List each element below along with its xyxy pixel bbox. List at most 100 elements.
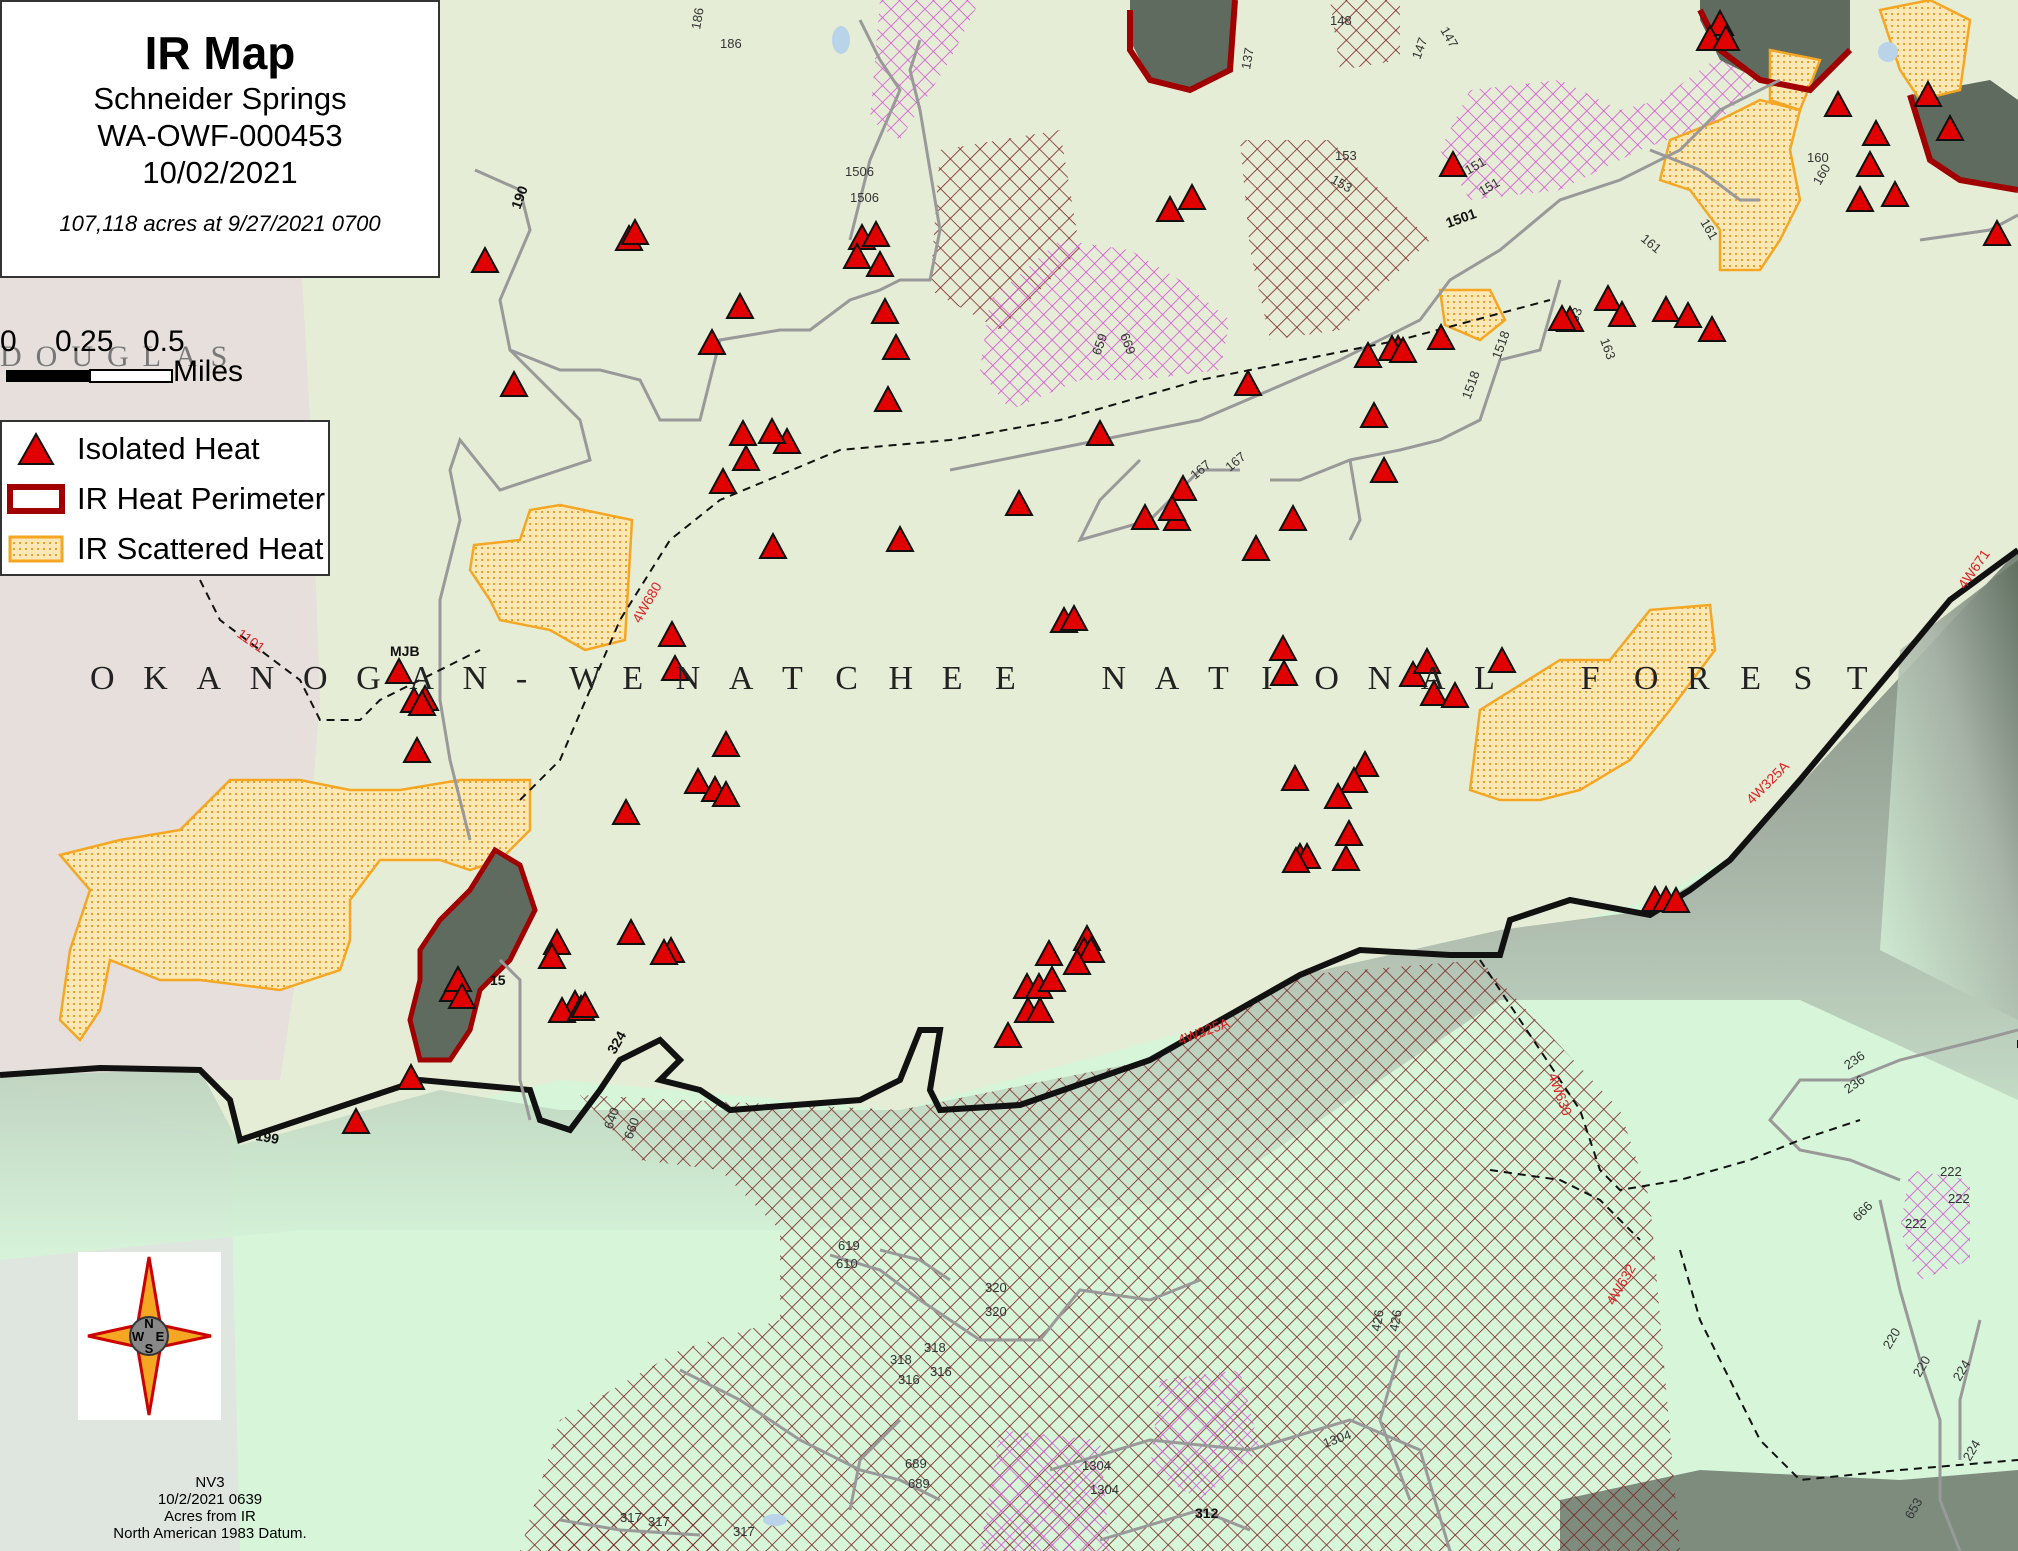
isolated-heat-marker[interactable]	[1323, 781, 1353, 809]
isolated-heat-marker[interactable]	[1823, 89, 1853, 117]
isolated-heat-marker[interactable]	[1412, 646, 1442, 674]
isolated-heat-marker[interactable]	[470, 245, 500, 273]
isolated-heat-marker[interactable]	[725, 291, 755, 319]
isolated-heat-marker[interactable]	[1155, 194, 1185, 222]
isolated-heat-marker[interactable]	[885, 524, 915, 552]
isolated-heat-marker[interactable]	[1855, 149, 1885, 177]
isolated-heat-marker[interactable]	[1037, 964, 1067, 992]
isolated-heat-marker[interactable]	[1281, 845, 1311, 873]
isolated-heat-marker[interactable]	[757, 416, 787, 444]
road-label: 147	[1409, 36, 1431, 62]
isolated-heat-marker[interactable]	[499, 369, 529, 397]
isolated-heat-marker[interactable]	[660, 653, 690, 681]
isolated-heat-marker[interactable]	[1062, 947, 1092, 975]
isolated-heat-marker[interactable]	[547, 995, 577, 1023]
isolated-heat-marker[interactable]	[1339, 765, 1369, 793]
isolated-heat-marker[interactable]	[881, 332, 911, 360]
isolated-heat-marker[interactable]	[1331, 843, 1361, 871]
isolated-heat-marker[interactable]	[1913, 79, 1943, 107]
isolated-heat-marker[interactable]	[1845, 184, 1875, 212]
isolated-heat-marker[interactable]	[1982, 218, 2012, 246]
isolated-heat-marker[interactable]	[1880, 179, 1910, 207]
isolated-heat-marker[interactable]	[1697, 314, 1727, 342]
isolated-heat-marker[interactable]	[1278, 503, 1308, 531]
scattered-heat-area-2[interactable]	[57, 778, 532, 1042]
isolated-heat-marker[interactable]	[1241, 533, 1271, 561]
isolated-heat-marker[interactable]	[407, 688, 437, 716]
isolated-heat-marker[interactable]	[728, 418, 758, 446]
isolated-heat-marker[interactable]	[758, 531, 788, 559]
isolated-heat-marker[interactable]	[657, 619, 687, 647]
scattered-heat-area-4[interactable]	[1438, 288, 1507, 342]
isolated-heat-marker[interactable]	[1593, 283, 1623, 311]
isolated-heat-marker[interactable]	[1673, 300, 1703, 328]
isolated-heat-marker[interactable]	[570, 990, 600, 1018]
isolated-heat-marker[interactable]	[1359, 400, 1389, 428]
isolated-heat-marker[interactable]	[341, 1106, 371, 1134]
isolated-heat-marker[interactable]	[649, 937, 679, 965]
isolated-heat-marker[interactable]	[1935, 113, 1965, 141]
isolated-heat-marker[interactable]	[1350, 749, 1380, 777]
isolated-heat-marker[interactable]	[620, 217, 650, 245]
isolated-heat-marker[interactable]	[697, 327, 727, 355]
isolated-heat-marker[interactable]	[731, 443, 761, 471]
isolated-heat-marker[interactable]	[611, 797, 641, 825]
isolated-heat-marker[interactable]	[711, 779, 741, 807]
isolated-heat-marker[interactable]	[1034, 938, 1064, 966]
isolated-heat-marker[interactable]	[865, 249, 895, 277]
isolated-heat-marker[interactable]	[1388, 335, 1418, 363]
isolated-heat-marker[interactable]	[873, 384, 903, 412]
isolated-heat-marker[interactable]	[870, 296, 900, 324]
isolated-heat-marker[interactable]	[537, 941, 567, 969]
isolated-heat-marker[interactable]	[1419, 678, 1449, 706]
isolated-heat-marker[interactable]	[1168, 473, 1198, 501]
isolated-heat-marker[interactable]	[1025, 995, 1055, 1023]
road-label: 640	[601, 1106, 623, 1132]
isolated-heat-marker[interactable]	[711, 729, 741, 757]
isolated-heat-marker[interactable]	[1004, 488, 1034, 516]
isolated-heat-marker[interactable]	[1280, 763, 1310, 791]
scattered-heat-area-1[interactable]	[468, 503, 634, 652]
scattered-heat-area-3[interactable]	[1468, 603, 1717, 802]
isolated-heat-marker[interactable]	[1440, 680, 1470, 708]
isolated-heat-marker[interactable]	[616, 917, 646, 945]
isolated-heat-marker[interactable]	[1438, 149, 1468, 177]
road-label: 153	[1335, 148, 1357, 163]
isolated-heat-marker[interactable]	[402, 735, 432, 763]
isolated-heat-marker[interactable]	[993, 1020, 1023, 1048]
isolated-heat-marker[interactable]	[1085, 418, 1115, 446]
road-label: 163	[1597, 336, 1619, 362]
isolated-heat-marker[interactable]	[1233, 368, 1263, 396]
isolated-heat-marker[interactable]	[708, 466, 738, 494]
isolated-heat-marker[interactable]	[1547, 303, 1577, 331]
isolated-heat-marker[interactable]	[1711, 23, 1741, 51]
isolated-heat-marker[interactable]	[1268, 633, 1298, 661]
ir-heat-perimeter-sw[interactable]	[407, 846, 538, 1063]
isolated-heat-marker[interactable]	[447, 981, 477, 1009]
scattered-heat-area-5[interactable]	[1658, 98, 1802, 272]
isolated-heat-marker[interactable]	[1607, 299, 1637, 327]
isolated-heat-marker[interactable]	[396, 1062, 426, 1090]
isolated-heat-marker[interactable]	[1369, 455, 1399, 483]
isolated-heat-marker[interactable]	[861, 219, 891, 247]
isolated-heat-marker[interactable]	[1177, 182, 1207, 210]
isolated-heat-marker[interactable]	[1130, 502, 1160, 530]
road-label: 619	[838, 1238, 860, 1253]
isolated-heat-marker[interactable]	[1487, 645, 1517, 673]
isolated-heat-marker[interactable]	[1426, 322, 1456, 350]
isolated-heat-marker[interactable]	[1076, 935, 1106, 963]
isolated-heat-marker[interactable]	[384, 656, 414, 684]
isolated-heat-marker[interactable]	[1059, 603, 1089, 631]
isolated-heat-marker[interactable]	[1861, 118, 1891, 146]
isolated-heat-marker[interactable]	[1157, 493, 1187, 521]
isolated-heat-marker[interactable]	[1661, 885, 1691, 913]
isolated-heat-marker[interactable]	[1334, 818, 1364, 846]
scattered-heat-area-6[interactable]	[1878, 0, 1972, 102]
isolated-heat-marker[interactable]	[683, 766, 713, 794]
isolated-heat-marker[interactable]	[1651, 294, 1681, 322]
isolated-heat-marker[interactable]	[1269, 658, 1299, 686]
isolated-heat-marker[interactable]	[1353, 340, 1383, 368]
isolated-heat-marker[interactable]	[842, 241, 872, 269]
